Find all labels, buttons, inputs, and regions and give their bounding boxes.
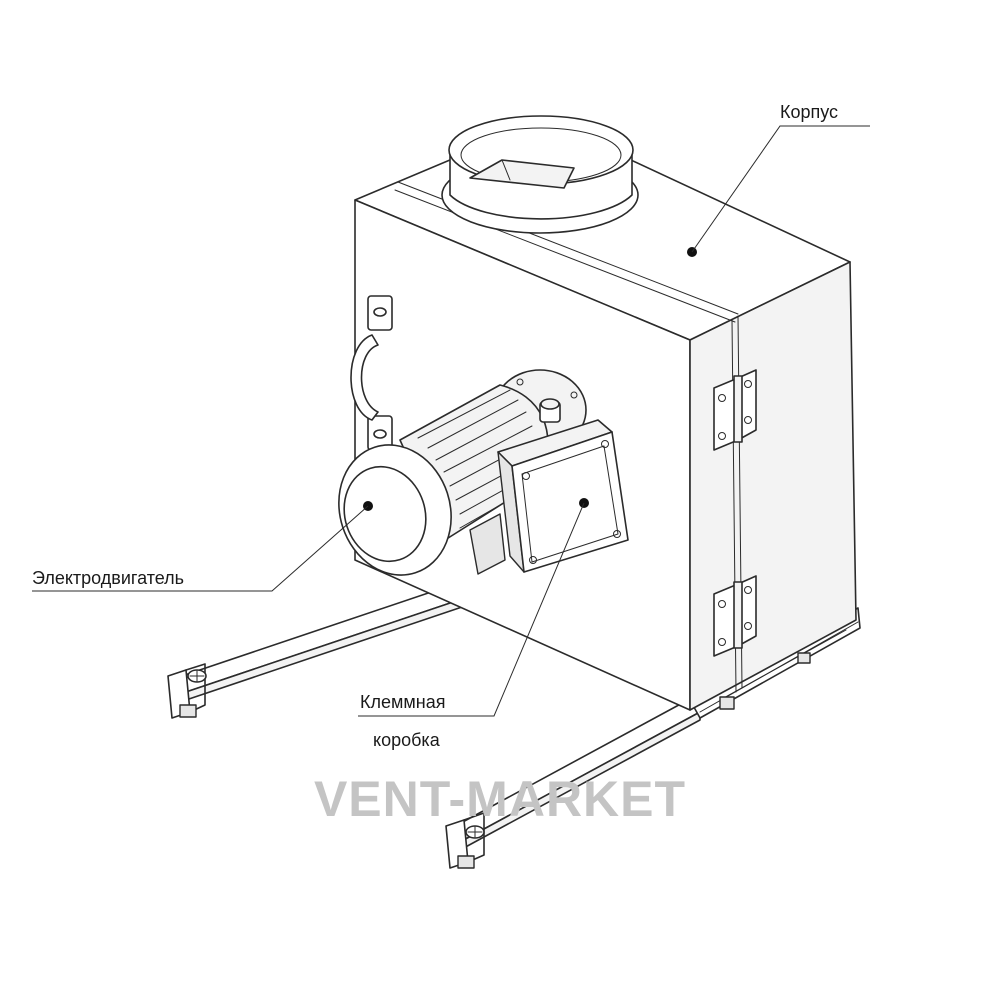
callout-terminal-box: Клеммная коробка xyxy=(358,498,589,750)
label-terminal-box-line1: Клеммная xyxy=(360,692,445,712)
label-housing: Корпус xyxy=(780,102,838,122)
rail-bolt-left xyxy=(187,669,207,683)
label-terminal-box-line2: коробка xyxy=(373,730,441,750)
hinge-upper xyxy=(713,369,757,451)
callout-housing: Корпус xyxy=(687,102,870,257)
electric-motor xyxy=(338,369,587,576)
hinge-lower xyxy=(713,575,757,657)
inlet-collar xyxy=(441,115,639,234)
callout-motor: Электродвигатель xyxy=(32,501,373,592)
watermark: VENT-MARKET xyxy=(314,771,686,827)
rail-bolt-right xyxy=(465,825,485,839)
base-frame xyxy=(167,584,861,869)
label-motor: Электродвигатель xyxy=(32,568,184,588)
terminal-box xyxy=(497,419,629,573)
